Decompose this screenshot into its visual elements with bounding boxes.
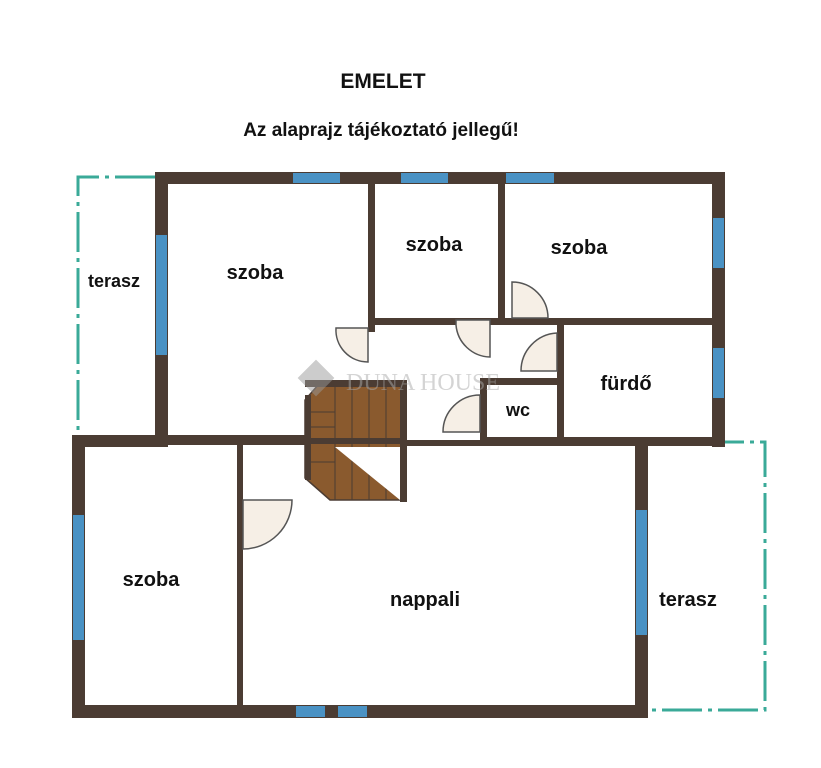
doors xyxy=(242,281,558,550)
plan-title: EMELET xyxy=(340,70,425,93)
room-label-room-right: szoba xyxy=(551,237,609,259)
room-label-terrace-left: terasz xyxy=(88,271,140,291)
room-label-bathroom: fürdő xyxy=(600,373,651,395)
room-label-room-lower-left: szoba xyxy=(123,569,181,591)
watermark: DUNA HOUSE xyxy=(297,359,500,397)
room-label-wc: wc xyxy=(505,400,530,420)
terrace-right-outline xyxy=(648,440,767,712)
room-label-living-room: nappali xyxy=(390,589,460,611)
windows xyxy=(73,173,724,717)
room-label-terrace-right: terasz xyxy=(659,589,717,611)
room-label-room-middle: szoba xyxy=(406,234,464,256)
room-label-room-large: szoba xyxy=(227,262,285,284)
watermark-text: DUNA HOUSE xyxy=(346,370,500,396)
staircase xyxy=(304,384,406,501)
terrace-left-outline xyxy=(76,175,155,435)
plan-disclaimer: Az alaprajz tájékoztató jellegű! xyxy=(243,120,519,141)
